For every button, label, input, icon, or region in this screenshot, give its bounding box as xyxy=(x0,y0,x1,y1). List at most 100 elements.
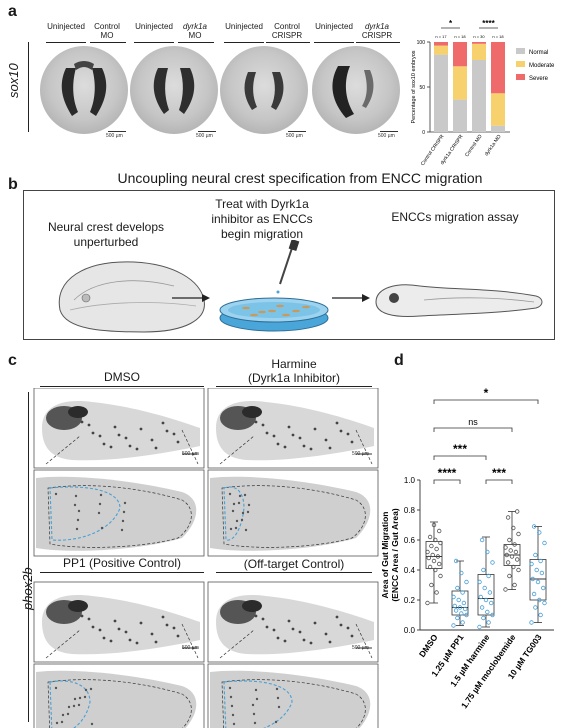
encc-outline xyxy=(223,486,245,541)
encc-dot xyxy=(77,703,81,707)
arrow-2-icon xyxy=(332,294,370,302)
data-point xyxy=(503,587,508,592)
neuron-dot xyxy=(350,440,354,444)
panel-c-images xyxy=(33,388,379,728)
data-point xyxy=(453,608,459,613)
gut-outline xyxy=(47,679,192,728)
neuron-dot xyxy=(287,619,291,623)
zoom-line xyxy=(355,429,373,465)
data-point xyxy=(430,552,435,558)
data-point xyxy=(451,623,456,628)
neuron-dot xyxy=(176,634,180,638)
neuron-dot xyxy=(335,421,339,425)
y-tick-label: 0 xyxy=(422,130,425,136)
data-point xyxy=(538,558,543,564)
scale-label-a3: 500 µm xyxy=(286,133,303,139)
encc-dot xyxy=(83,695,87,699)
zoom-line xyxy=(45,435,81,465)
data-point xyxy=(452,603,457,609)
encc-dot xyxy=(75,527,79,531)
y-tick-label: 0.2 xyxy=(404,596,416,605)
zoom-line xyxy=(45,629,81,659)
neuron-dot xyxy=(287,425,291,429)
data-point xyxy=(431,522,437,528)
encc-dot xyxy=(77,509,81,513)
neuron-dot xyxy=(80,420,84,424)
neuron-dot xyxy=(324,438,328,442)
encc-dot xyxy=(234,526,238,530)
encc-outline xyxy=(49,680,91,728)
y-axis-label-2: (ENCC Area / Gut Area) xyxy=(390,508,400,602)
encc-outline xyxy=(223,680,293,728)
bar-segment xyxy=(472,42,486,44)
neuron-dot xyxy=(291,433,295,437)
neuron-dot xyxy=(276,636,280,640)
encc-dot xyxy=(72,704,76,708)
data-point xyxy=(457,605,463,610)
encc-dot xyxy=(229,527,233,531)
panel-b-title: Uncoupling neural crest specification fr… xyxy=(117,170,483,186)
data-point xyxy=(514,509,520,514)
neuron-dot xyxy=(276,442,280,446)
data-point xyxy=(483,597,489,603)
neuron-dot xyxy=(117,433,121,437)
n-label: n = 30 xyxy=(473,34,485,39)
encc-outline xyxy=(49,486,121,541)
bar-segment xyxy=(434,45,448,55)
embryo-dyrk1a-mo xyxy=(130,46,218,134)
image-frame xyxy=(33,388,205,557)
y-axis-label: Percentage of sox10 embryos xyxy=(411,50,417,123)
title-harmine: Harmine(Dyrk1a Inhibitor) xyxy=(247,357,341,385)
y-tick-label: 0.0 xyxy=(404,626,416,635)
data-point xyxy=(486,573,491,579)
neuron-dot xyxy=(165,623,169,627)
neuron-dot xyxy=(265,431,269,435)
encc-dot xyxy=(89,687,93,691)
neuron-dot xyxy=(298,436,302,440)
encc-dot xyxy=(122,510,126,514)
significance-label: * xyxy=(484,386,489,400)
data-point xyxy=(425,549,430,555)
embryo-control-mo xyxy=(40,46,128,134)
image-frame xyxy=(207,388,379,557)
neuron-dot xyxy=(313,427,317,431)
data-point xyxy=(529,620,534,625)
gut-region xyxy=(210,476,371,551)
scale-label-c3: 500 µm xyxy=(182,645,199,651)
data-point xyxy=(485,549,490,555)
neuron-dot xyxy=(291,627,295,631)
category-label: DMSO xyxy=(417,632,440,659)
data-point xyxy=(464,612,469,618)
embryo-control-crispr xyxy=(220,46,308,134)
encc-dot xyxy=(100,526,104,530)
data-point xyxy=(505,560,511,565)
data-point xyxy=(435,554,441,559)
neuron-dot xyxy=(172,626,176,630)
scale-label-c4: 500 µm xyxy=(352,645,369,651)
neuron-dot xyxy=(91,625,95,629)
neuron-dot xyxy=(265,625,269,629)
neuron-dot xyxy=(128,444,132,448)
data-point xyxy=(438,540,443,546)
bar-segment xyxy=(472,60,486,132)
encc-dot xyxy=(243,493,247,497)
neuron-dot xyxy=(172,432,176,436)
neuron-dot xyxy=(135,641,139,645)
header-5: Uninjected xyxy=(225,22,263,31)
data-point xyxy=(537,597,542,603)
gut-outline xyxy=(221,679,366,728)
image-frame xyxy=(33,581,205,728)
data-point xyxy=(456,597,461,603)
encc-dot xyxy=(120,528,124,532)
data-point xyxy=(513,549,519,555)
neuron-dot xyxy=(102,442,106,446)
data-point xyxy=(487,590,493,595)
neuron-dot xyxy=(328,446,332,450)
neuron-dot xyxy=(150,438,154,442)
encc-dot xyxy=(123,501,127,505)
data-point xyxy=(538,612,543,618)
data-point xyxy=(461,600,467,606)
neuron-dot xyxy=(102,636,106,640)
